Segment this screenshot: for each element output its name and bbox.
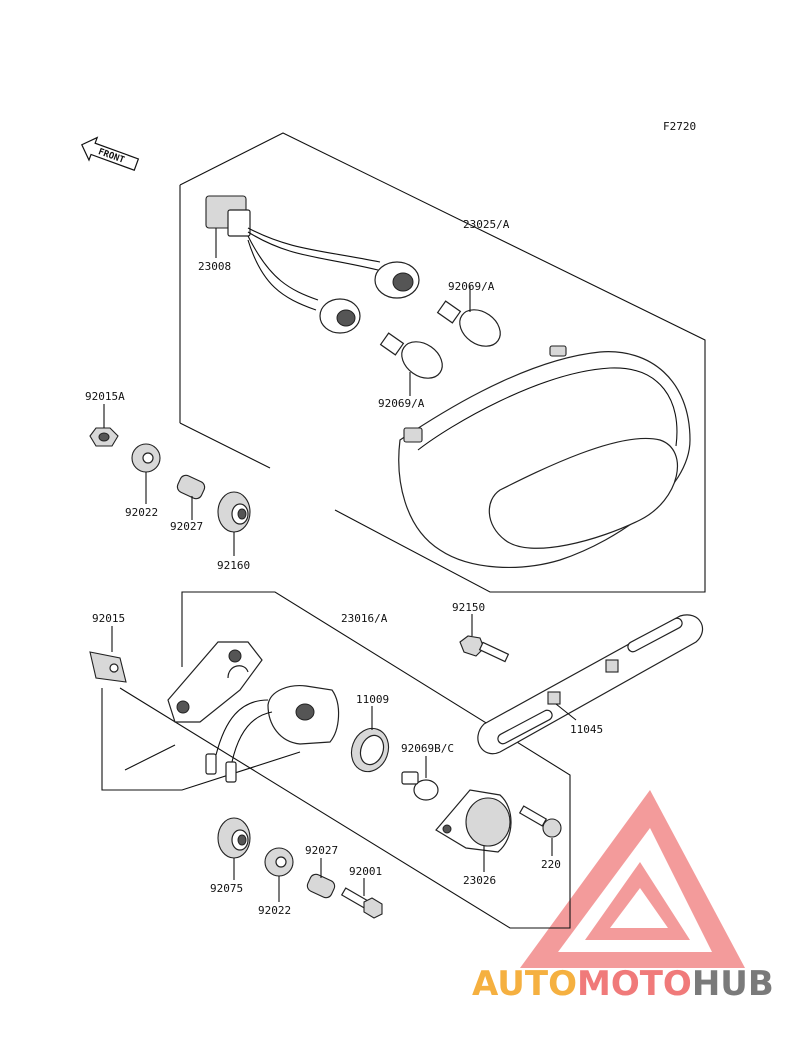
watermark-moto: MOTO [577, 964, 692, 1004]
label-92015a: 92015A [85, 390, 125, 403]
figure-code: F2720 [663, 120, 696, 133]
label-92069a-lower: 92069/A [378, 397, 425, 410]
label-92075: 92075 [210, 882, 243, 895]
wiring-harness-part [205, 195, 420, 334]
license-bracket-23016-part [167, 641, 263, 723]
label-92160: 92160 [217, 559, 250, 572]
label-92022-upper: 92022 [125, 506, 158, 519]
label-23026: 23026 [463, 874, 496, 887]
label-92150: 92150 [452, 601, 485, 614]
nut-92015a-part [89, 427, 119, 447]
tail-lamp-housing-part [398, 345, 691, 569]
label-92069a-upper: 92069/A [448, 280, 495, 293]
collar-92027-upper-part [176, 474, 206, 500]
label-23025a: 23025/A [463, 218, 510, 231]
label-92022-lower: 92022 [258, 904, 291, 917]
clip-92015-part [89, 651, 127, 683]
svg-text:AUTOMOTOHUB: AUTOMOTOHUB [472, 964, 774, 1004]
grommet-92160-part [217, 491, 251, 533]
label-92027-lower: 92027 [305, 844, 338, 857]
label-220: 220 [541, 858, 561, 871]
part-labels: 23008 23025/A 92069/A 92069/A 92015A 920… [85, 218, 603, 917]
label-23008: 23008 [198, 260, 231, 273]
washer-92022-lower-part [264, 847, 294, 877]
collar-92027-lower-part [306, 873, 336, 899]
leader-lines [103, 228, 577, 902]
label-92015: 92015 [92, 612, 125, 625]
label-92027-upper: 92027 [170, 520, 203, 533]
gasket-11009-part [350, 727, 390, 773]
watermark-hub: HUB [692, 964, 774, 1004]
front-direction-arrow-icon: FRONT [81, 136, 140, 171]
label-23016a: 23016/A [341, 612, 388, 625]
watermark-auto: AUTO [472, 964, 577, 1004]
washer-92022-upper-part [131, 443, 161, 473]
watermark-text: AUTOMOTOHUB [472, 964, 774, 1004]
lens-cover-23026-part [435, 789, 512, 853]
bulb-lower-part [379, 332, 443, 379]
bolt-92150-part [459, 635, 510, 663]
label-92069bc: 92069B/C [401, 742, 454, 755]
license-light-socket-part [205, 685, 340, 783]
grommet-92075-part [217, 817, 251, 859]
watermark-logo-icon [520, 790, 745, 968]
upper-assembly-outline [179, 132, 706, 593]
bulb-upper-part [436, 300, 501, 347]
bolt-92001-part [340, 887, 383, 919]
screw-220-part [518, 805, 562, 838]
label-92001: 92001 [349, 865, 382, 878]
bulb-92069bc-part [401, 771, 439, 801]
label-11045: 11045 [570, 723, 603, 736]
plate-bracket-11045-part [477, 614, 703, 755]
lower-assembly-outline [101, 591, 571, 929]
label-11009: 11009 [356, 693, 389, 706]
